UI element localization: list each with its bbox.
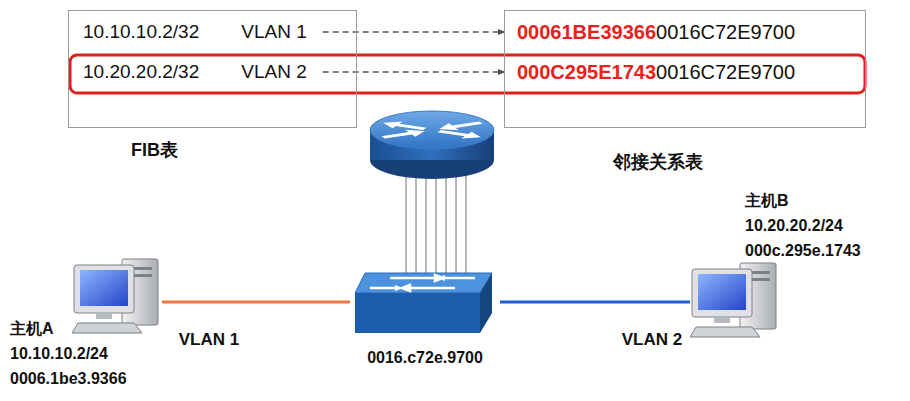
drawing-part bbox=[446, 171, 447, 284]
next-hop-mac: 00061BE39366 bbox=[517, 20, 656, 44]
vlan-label: VLAN 1 bbox=[176, 329, 242, 351]
address-text: 000c.295e.1743 bbox=[745, 238, 861, 263]
drawing-part bbox=[698, 274, 746, 310]
drawing-part bbox=[692, 269, 752, 317]
drawing-part bbox=[714, 317, 730, 323]
drawing-part bbox=[395, 285, 403, 291]
ip-prefix: 10.10.10.2/32 bbox=[83, 20, 199, 44]
drawing-part bbox=[690, 261, 780, 339]
dashed-arrow bbox=[323, 71, 505, 72]
host-name: 主机B bbox=[745, 188, 861, 213]
drawing-part bbox=[72, 323, 142, 333]
table-heading: FIB表 bbox=[131, 139, 178, 161]
drawing-part bbox=[378, 128, 430, 141]
drawing-part bbox=[370, 287, 395, 290]
own-mac: 0016C72E9700 bbox=[656, 20, 795, 44]
drawing-part bbox=[480, 273, 492, 333]
text-block: 主机B10.20.20.2/24000c.295e.1743 bbox=[745, 188, 861, 263]
host-pc: 主机B10.20.20.2/24000c.295e.1743 bbox=[690, 185, 902, 335]
adjacency-row: 000C295E17430016C72E9700 bbox=[513, 60, 799, 84]
computer-icon bbox=[72, 257, 162, 339]
drawing-part bbox=[72, 257, 162, 335]
drawing-part bbox=[80, 270, 128, 306]
fib-table: 10.10.10.2/32VLAN 110.20.20.2/32VLAN 2FI… bbox=[68, 10, 357, 128]
drawing-part bbox=[410, 287, 455, 290]
drawing-part bbox=[378, 119, 430, 132]
vlan1-cable bbox=[162, 301, 350, 304]
drawing-part bbox=[436, 172, 437, 284]
drawing-part bbox=[426, 172, 427, 284]
text-block: 主机A10.10.10.2/240006.1be3.9366 bbox=[10, 316, 127, 391]
drawing-part bbox=[416, 170, 417, 284]
drawing-part bbox=[402, 285, 410, 291]
ip-prefix: 10.20.20.2/32 bbox=[83, 60, 199, 84]
vlan2-cable bbox=[500, 301, 690, 304]
own-mac: 0016C72E9700 bbox=[656, 60, 795, 84]
highlight-frame bbox=[70, 55, 865, 93]
vlan-id: VLAN 2 bbox=[241, 60, 306, 84]
drawing-part bbox=[390, 277, 435, 280]
adjacency-table: 00061BE393660016C72E9700000C295E17430016… bbox=[504, 10, 866, 128]
next-hop-mac: 000C295E1743 bbox=[517, 60, 656, 84]
drawing-part bbox=[74, 265, 134, 313]
address-text: 10.10.10.2/24 bbox=[10, 341, 127, 366]
drawing-part bbox=[355, 293, 480, 333]
address-text: 0016.c72e.9700 bbox=[350, 345, 500, 370]
drawing-part bbox=[378, 119, 486, 141]
text-block: 0016.c72e.9700 bbox=[350, 345, 500, 370]
drawing-part bbox=[355, 273, 492, 293]
drawing-part bbox=[437, 275, 445, 281]
drawing-part bbox=[350, 265, 500, 337]
drawing-part bbox=[456, 169, 457, 284]
host-pc: 主机A10.10.10.2/240006.1be3.9366 bbox=[8, 255, 162, 397]
drawing-part bbox=[434, 119, 486, 132]
switch-icon bbox=[350, 265, 500, 341]
drawing-part bbox=[370, 275, 475, 291]
fib-row: 10.10.10.2/32 VLAN 1 bbox=[79, 20, 311, 44]
drawing-part bbox=[406, 165, 407, 284]
router-to-switch-wires bbox=[406, 165, 466, 284]
dashed-arrow bbox=[323, 31, 505, 32]
table-heading: 邻接关系表 bbox=[613, 151, 703, 173]
router-symbol bbox=[370, 111, 494, 179]
drawing-part bbox=[434, 128, 486, 141]
address-text: 10.20.20.2/24 bbox=[745, 213, 861, 238]
drawing-part bbox=[445, 277, 475, 280]
address-text: 0006.1be3.9366 bbox=[10, 366, 127, 391]
adjacency-row: 00061BE393660016C72E9700 bbox=[513, 20, 799, 44]
drawing-part bbox=[370, 111, 494, 149]
fib-row: 10.20.20.2/32 VLAN 2 bbox=[79, 60, 311, 84]
drawing-part bbox=[96, 313, 112, 319]
vlan-label: VLAN 2 bbox=[619, 329, 685, 351]
drawing-part bbox=[466, 166, 467, 284]
switch-symbol: 0016.c72e.9700 bbox=[350, 265, 500, 375]
host-name: 主机A bbox=[10, 316, 127, 341]
computer-icon bbox=[690, 261, 780, 343]
vlan-id: VLAN 1 bbox=[241, 20, 306, 44]
drawing-part bbox=[690, 327, 760, 337]
